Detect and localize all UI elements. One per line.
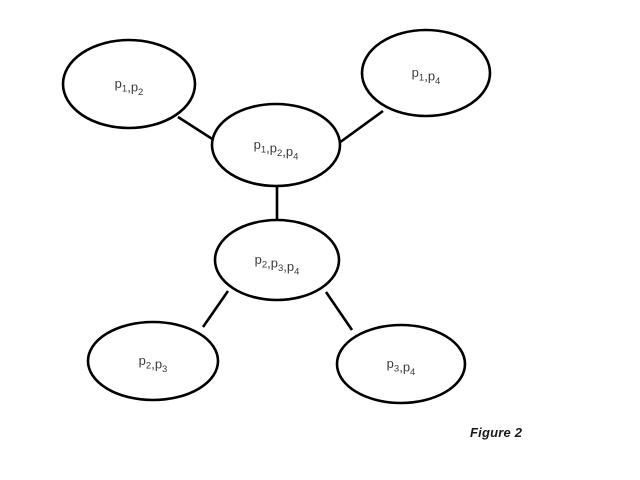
node-layer: p1,p2 p1,p4 p1,p2,p4 p2,p3,p4 p2,p3 p3,p4 [61, 28, 492, 405]
node-label-p3p4: p3,p4 [387, 356, 416, 377]
node-ellipse-p2p3p4 [213, 218, 341, 302]
node-ellipse-p2p3 [86, 320, 220, 402]
node-ellipse-p1p4 [360, 28, 492, 118]
node-p1p2[interactable]: p1,p2 [61, 38, 197, 130]
node-p2p3[interactable]: p2,p3 [86, 320, 220, 402]
node-p1p4[interactable]: p1,p4 [360, 28, 492, 118]
edge-p1p2p4-p1p4 [338, 109, 384, 145]
node-ellipse-p1p2 [61, 38, 197, 130]
node-p1p2p4[interactable]: p1,p2,p4 [210, 102, 342, 188]
node-label-p2p3p4: p2,p3,p4 [255, 252, 300, 277]
figure-caption: Figure 2 [470, 425, 523, 440]
node-label-p2p3: p2,p3 [139, 353, 168, 374]
edge-layer [177, 109, 384, 331]
node-ellipse-p1p2p4 [210, 102, 342, 188]
node-label-p1p2: p1,p2 [115, 76, 144, 97]
edge-p1p2-p1p2p4 [177, 115, 218, 144]
node-ellipse-p3p4 [335, 323, 467, 405]
node-label-p1p2p4: p1,p2,p4 [254, 137, 299, 162]
node-p3p4[interactable]: p3,p4 [335, 323, 467, 405]
node-p2p3p4[interactable]: p2,p3,p4 [213, 218, 341, 302]
edge-p2p3p4-p2p3 [201, 290, 230, 328]
node-label-p1p4: p1,p4 [412, 65, 441, 86]
edge-p2p3p4-p3p4 [324, 291, 354, 331]
